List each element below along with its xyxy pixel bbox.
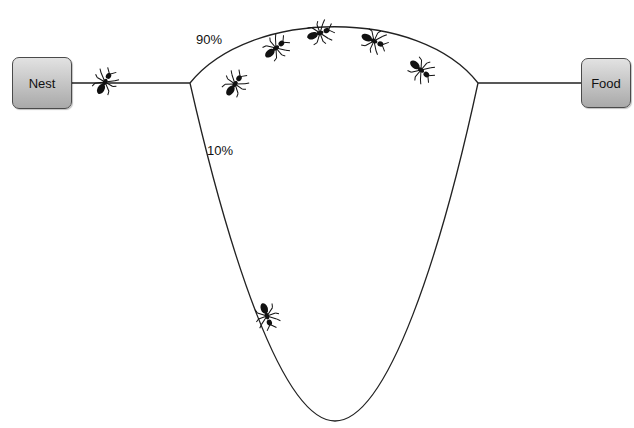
ant bbox=[258, 30, 294, 66]
ant bbox=[357, 24, 392, 57]
location-box: Nest bbox=[12, 57, 72, 109]
trail-path bbox=[72, 27, 581, 421]
ant bbox=[251, 299, 283, 333]
percentage-label: 90% bbox=[196, 32, 222, 47]
ant bbox=[217, 66, 252, 102]
location-box: Food bbox=[581, 58, 631, 108]
ant bbox=[303, 17, 337, 49]
ant bbox=[88, 64, 123, 100]
percentage-label: 10% bbox=[207, 143, 233, 158]
box-label: Food bbox=[591, 76, 621, 91]
box-label: Nest bbox=[29, 76, 56, 91]
ant bbox=[403, 52, 439, 88]
